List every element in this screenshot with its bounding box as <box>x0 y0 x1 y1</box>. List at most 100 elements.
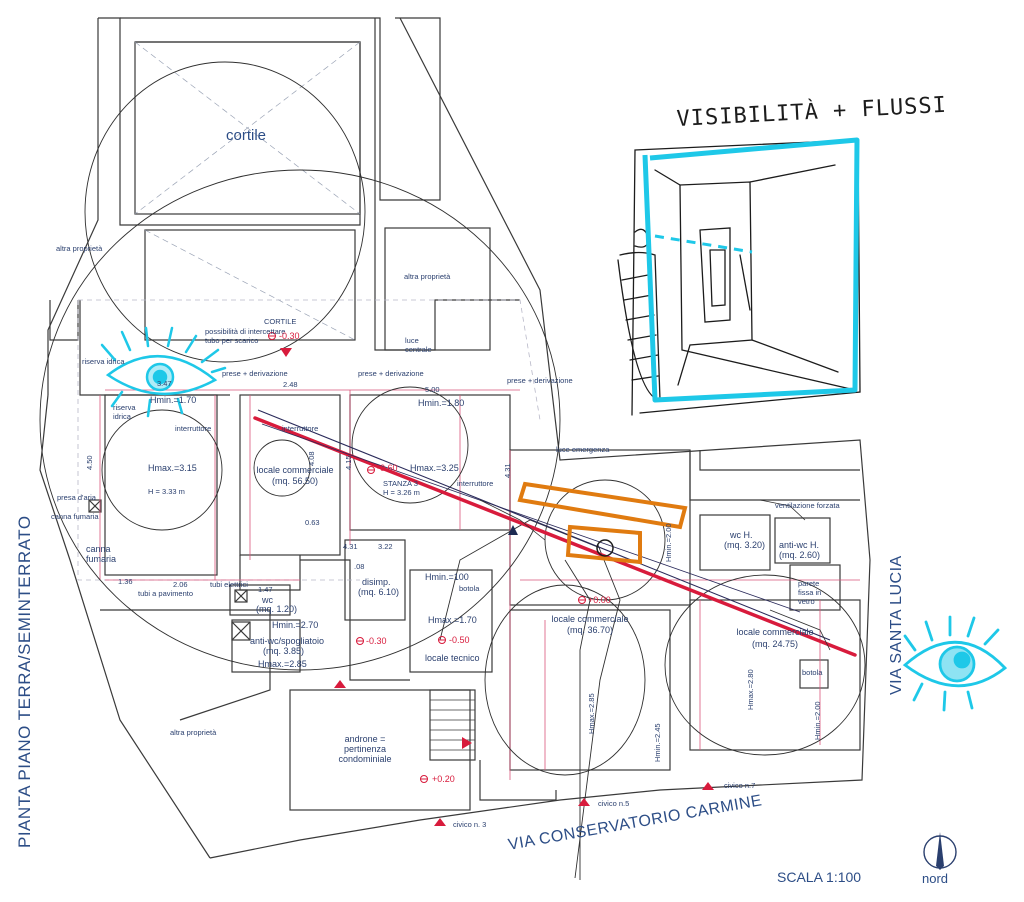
dimension-2-48: 2.48 <box>283 380 298 389</box>
level-6: +0.20 <box>432 774 455 784</box>
hmax-3: Hmax.=2.85 <box>258 659 307 669</box>
hmin-5: Hmin.=2.45 <box>653 723 662 762</box>
locale-commerciale-3: locale commerciale <box>736 627 814 637</box>
locale-commerciale-3-area: (mq. 24.75) <box>751 639 799 649</box>
wc-h-area: (mq. 3.20) <box>724 540 766 550</box>
tubi-pavimento-label: tubi a pavimento <box>138 589 194 598</box>
ventilazione-label: ventilazione forzata <box>775 501 840 510</box>
prese-derivazione-1: prese + derivazione <box>222 369 288 378</box>
interruttore-3: interruttore <box>457 479 494 488</box>
luce-centrale-2: centrale <box>405 345 432 354</box>
dimension-3-22: 3.22 <box>378 542 393 551</box>
canna-label: canna <box>86 544 111 554</box>
hmax-5: Hmax.=2.85 <box>587 693 596 734</box>
locale-commerciale-1-area: (mq. 56.50) <box>271 476 319 486</box>
stanza-label: STANZA 3 <box>383 479 418 488</box>
prese-derivazione-3: prese + derivazione <box>507 376 573 385</box>
dimension-4-31: 4.31 <box>343 542 358 551</box>
pencil-strokes <box>479 499 831 651</box>
level-symbols <box>268 332 586 783</box>
luce-centrale-1: luce <box>405 336 419 345</box>
presa-aria-label: presa d'aria <box>57 493 96 502</box>
drawing-title-vertical: PIANTA PIANO TERRA/SEMINTERRATO <box>15 515 34 848</box>
street-via-santa-lucia: VIA SANTA LUCIA <box>888 555 905 695</box>
fumaria-label: fumaria <box>86 554 117 564</box>
civico-5-label: civico n.5 <box>598 799 630 808</box>
dimension-08: .08 <box>354 562 365 571</box>
orange-highlight <box>517 481 688 565</box>
dimension-3-47: 3.47 <box>157 379 172 388</box>
level-2: -0.60 <box>377 463 398 473</box>
disimpegno-area: (mq. 6.10) <box>358 587 400 597</box>
altra-proprieta-label-3: altra proprietà <box>170 728 217 737</box>
level-cortile: -0.30 <box>279 331 300 341</box>
parete-label-1: parete <box>798 579 820 588</box>
dimension-lines <box>99 389 860 780</box>
hmax-1: Hmax.=3.15 <box>148 463 197 473</box>
scale-label: SCALA 1:100 <box>777 869 862 885</box>
dimension-4-31-b: 4.31 <box>503 463 512 478</box>
civico-3-label: civico n. 3 <box>453 820 487 829</box>
hmin-2: Hmin.=1.80 <box>418 398 465 408</box>
hmax-6: Hmax.=2.80 <box>746 669 755 710</box>
cortile-small-label: CORTILE <box>264 317 297 326</box>
dimension-2-06: 2.06 <box>173 580 188 589</box>
parete-label-3: vetro <box>798 597 815 606</box>
androne-label-1: androne = <box>344 734 386 744</box>
round-stair <box>596 539 614 557</box>
hmax-2: Hmax.=3.25 <box>410 463 459 473</box>
locale-commerciale-1: locale commerciale <box>256 465 334 475</box>
tubi-elettrici-label: tubi elettrici <box>210 580 248 589</box>
hmin-6: Hmin.=2.00 <box>664 523 673 562</box>
dimension-5-00: 5.00 <box>425 385 440 394</box>
level-3: -0.30 <box>366 636 387 646</box>
anti-wc-h-label: anti-wc H. <box>779 540 820 550</box>
androne-label-3: condominiale <box>338 754 392 764</box>
anti-wc-area: (mq. 3.85) <box>263 646 305 656</box>
level-5: +0.00 <box>588 595 611 605</box>
dimension-1-47: 1.47 <box>258 585 273 594</box>
hmin-7: Hmin.=2.00 <box>813 701 822 740</box>
intercept-note-1: possibilità di intercettare <box>205 327 286 336</box>
dimension-4-08: 4.08 <box>307 451 316 466</box>
locale-commerciale-2-area: (mq. 36.70) <box>566 625 614 635</box>
idrica-label: idrica <box>113 412 131 421</box>
level-4: -0.50 <box>449 635 470 645</box>
ellipse-sketch <box>39 61 866 880</box>
wc-label: wc <box>262 595 273 605</box>
eye-icon-right <box>902 615 1008 712</box>
parete-label-2: fissa in <box>798 588 822 597</box>
north-label: nord <box>922 871 949 886</box>
wc-h-label: wc H. <box>730 530 753 540</box>
hmin-4: Hmin.=100 <box>425 572 469 582</box>
flow-lines <box>253 409 857 657</box>
riserva-label: riserva <box>113 403 136 412</box>
altra-proprieta-label-1: altra proprietà <box>56 244 103 253</box>
prese-derivazione-2: prese + derivazione <box>358 369 424 378</box>
stanza-height: H = 3.26 m <box>383 488 420 497</box>
height-1: H = 3.33 m <box>148 487 185 496</box>
intercept-note-2: tubo per scarico <box>205 336 259 345</box>
botola-label-2: botola <box>802 668 823 677</box>
sight-line-cyan <box>654 234 753 254</box>
androne-label-2: pertinenza <box>343 744 387 754</box>
locale-commerciale-2: locale commerciale <box>551 614 629 624</box>
hmin-3: Hmin.=2.70 <box>272 620 319 630</box>
luce-emergenza-label: luce emergenza <box>556 445 610 454</box>
wc-area: (mq. 1.20) <box>256 604 298 614</box>
eye-icon-left <box>100 326 227 418</box>
altra-proprieta-label-2: altra proprietà <box>404 272 451 281</box>
level-triangles <box>280 348 714 826</box>
dimension-4-50: 4.50 <box>85 455 94 470</box>
anti-wc-label: anti-wc/spogliatoio <box>250 636 325 646</box>
north-arrow-icon <box>923 832 957 870</box>
cortile-label: cortile <box>226 127 267 144</box>
hmin-1: Hmin.=1.70 <box>150 395 197 405</box>
anti-wc-h-area: (mq. 2.60) <box>779 550 821 560</box>
dimension-1-36: 1.36 <box>118 577 133 586</box>
canna-fumaria-label: canna fumaria <box>51 512 99 521</box>
locale-tecnico-label: locale tecnico <box>425 653 480 663</box>
perspective-frame-cyan <box>642 137 860 403</box>
botola-label-1: botola <box>459 584 480 593</box>
